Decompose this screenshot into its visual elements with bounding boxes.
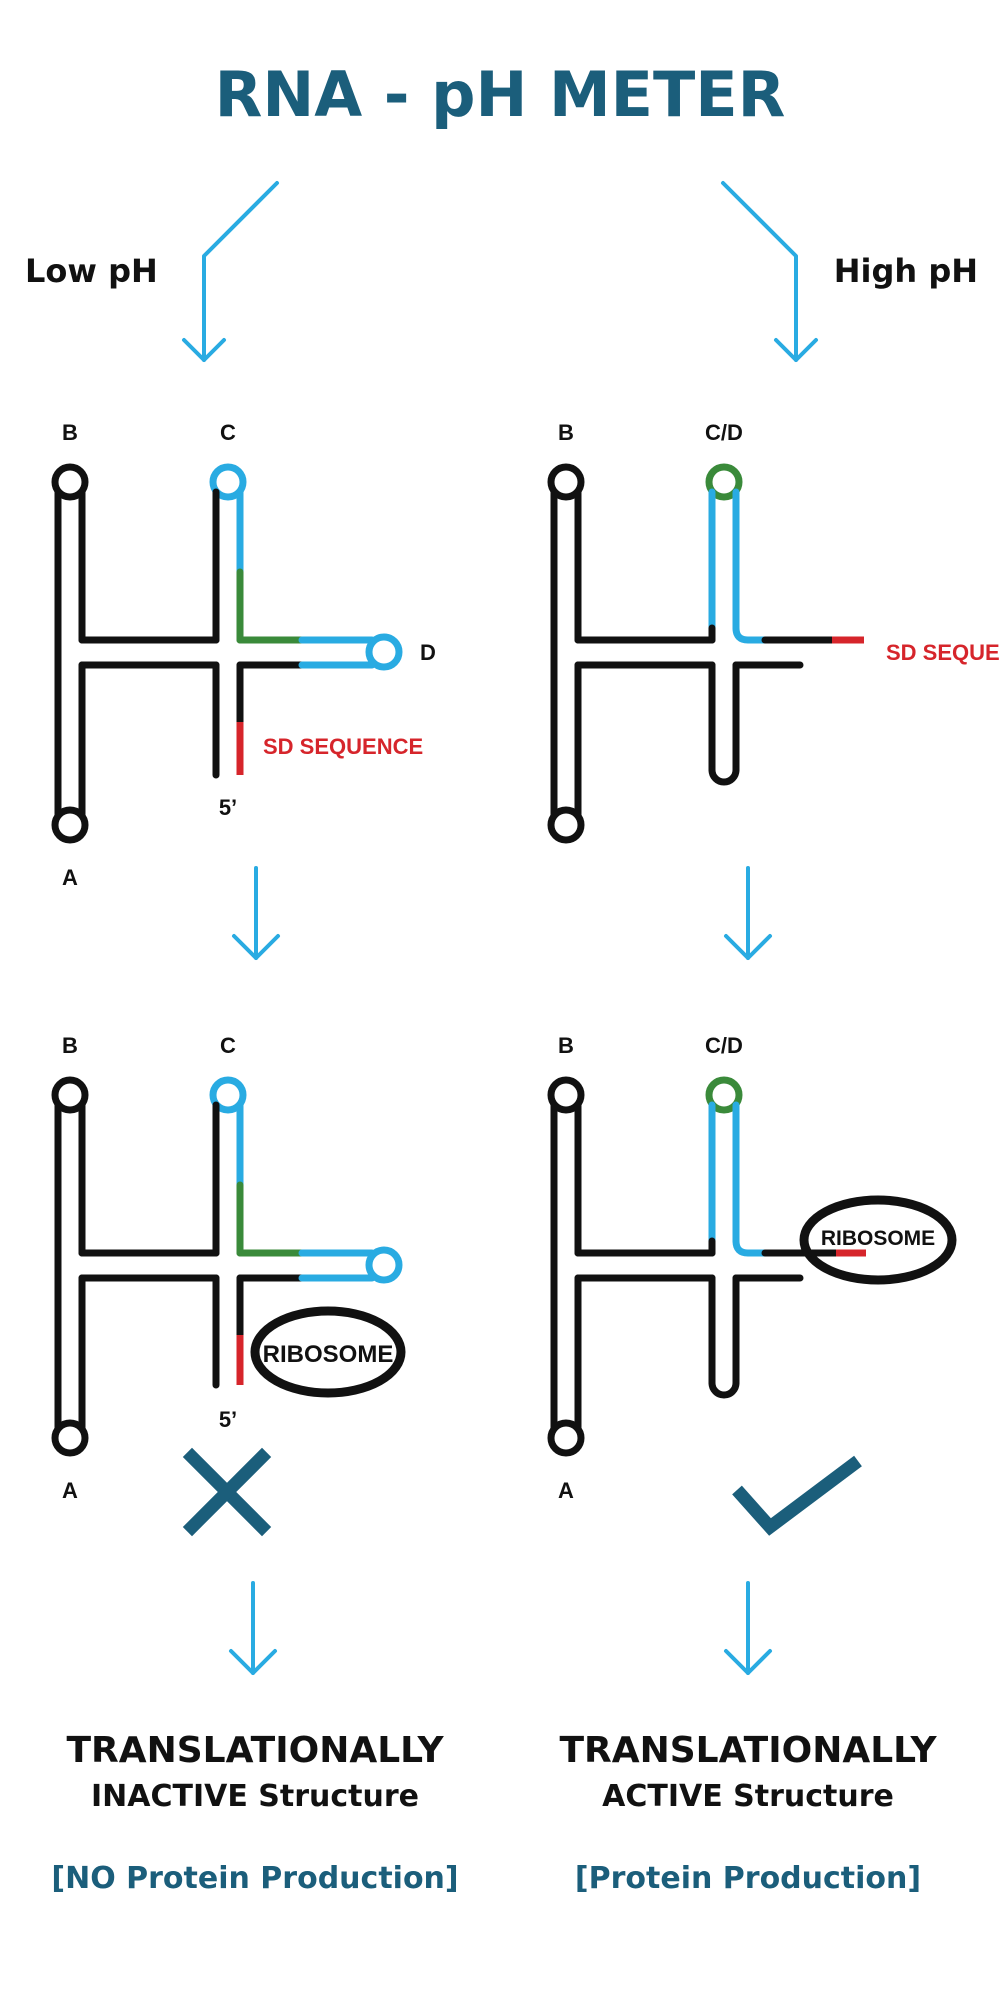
label-b: B [62, 420, 78, 445]
hairpin-a-b [547, 1076, 716, 1457]
label-a: A [62, 1478, 78, 1503]
label-b: B [62, 1033, 78, 1058]
lower-stem [708, 661, 740, 786]
ribosome-label: RIBOSOME [821, 1227, 935, 1250]
left-result-line2: INACTIVE Structure [91, 1779, 419, 1814]
hairpin-a-b [51, 1076, 220, 1457]
label-c: C [220, 420, 236, 445]
high-ph-branch-arrow [721, 181, 818, 362]
label-b: B [558, 1033, 574, 1058]
label-sd-sequence: SD SEQUENCE [263, 734, 423, 759]
hairpin-a-b [547, 463, 716, 844]
right-result-line3: [Protein Production] [575, 1861, 921, 1896]
left-result-line1: TRANSLATIONALLY [66, 1730, 444, 1771]
label-cd: C/D [705, 420, 743, 445]
hairpin-a-b [51, 463, 220, 844]
high-ph-structure: B C/D SD SEQUENCE [547, 420, 1000, 844]
label-sd-sequence: SD SEQUENCE [886, 640, 1000, 665]
five-prime-tail [212, 1274, 244, 1389]
ribosome-label: RIBOSOME [263, 1341, 394, 1368]
hairpin-c [209, 463, 306, 644]
label-cd: C/D [705, 1033, 743, 1058]
label-five-prime: 5’ [219, 795, 237, 820]
hairpin-c-d [705, 463, 864, 669]
label-c: C [220, 1033, 236, 1058]
hairpin-d [236, 1246, 403, 1284]
cross-icon [182, 1447, 272, 1537]
high-ph-arrow-2 [724, 866, 772, 960]
low-ph-arrow-3 [229, 1581, 277, 1675]
low-ph-label: Low pH [25, 252, 158, 290]
check-icon [732, 1455, 862, 1536]
ribosome-bound: RIBOSOME [799, 1195, 957, 1285]
lower-stem [708, 1274, 740, 1399]
right-result-line2: ACTIVE Structure [602, 1779, 894, 1814]
label-a: A [558, 1478, 574, 1503]
five-prime-tail [212, 661, 244, 779]
high-ph-arrow-3 [724, 1581, 772, 1675]
high-ph-label: High pH [834, 252, 978, 290]
hairpin-c [209, 1076, 306, 1257]
hairpin-c-d [705, 1076, 816, 1282]
right-result-line1: TRANSLATIONALLY [559, 1730, 937, 1771]
hairpin-d [236, 633, 403, 671]
low-ph-branch-arrow [182, 181, 279, 362]
low-ph-structure: B C D SD SEQUENCE 5’ A [51, 420, 436, 890]
ribosome-blocked: RIBOSOME [250, 1306, 406, 1398]
label-a: A [62, 865, 78, 890]
page-title: RNA - pH METER [215, 58, 786, 131]
left-result-line3: [NO Protein Production] [51, 1861, 458, 1896]
label-b: B [558, 420, 574, 445]
low-ph-arrow-2 [232, 866, 280, 960]
high-ph-structure-with-ribosome: RIBOSOME B C/D A [547, 1033, 957, 1503]
label-d: D [420, 640, 436, 665]
label-five-prime: 5’ [219, 1407, 237, 1432]
low-ph-structure-with-ribosome: RIBOSOME B C 5’ A [51, 1033, 406, 1503]
